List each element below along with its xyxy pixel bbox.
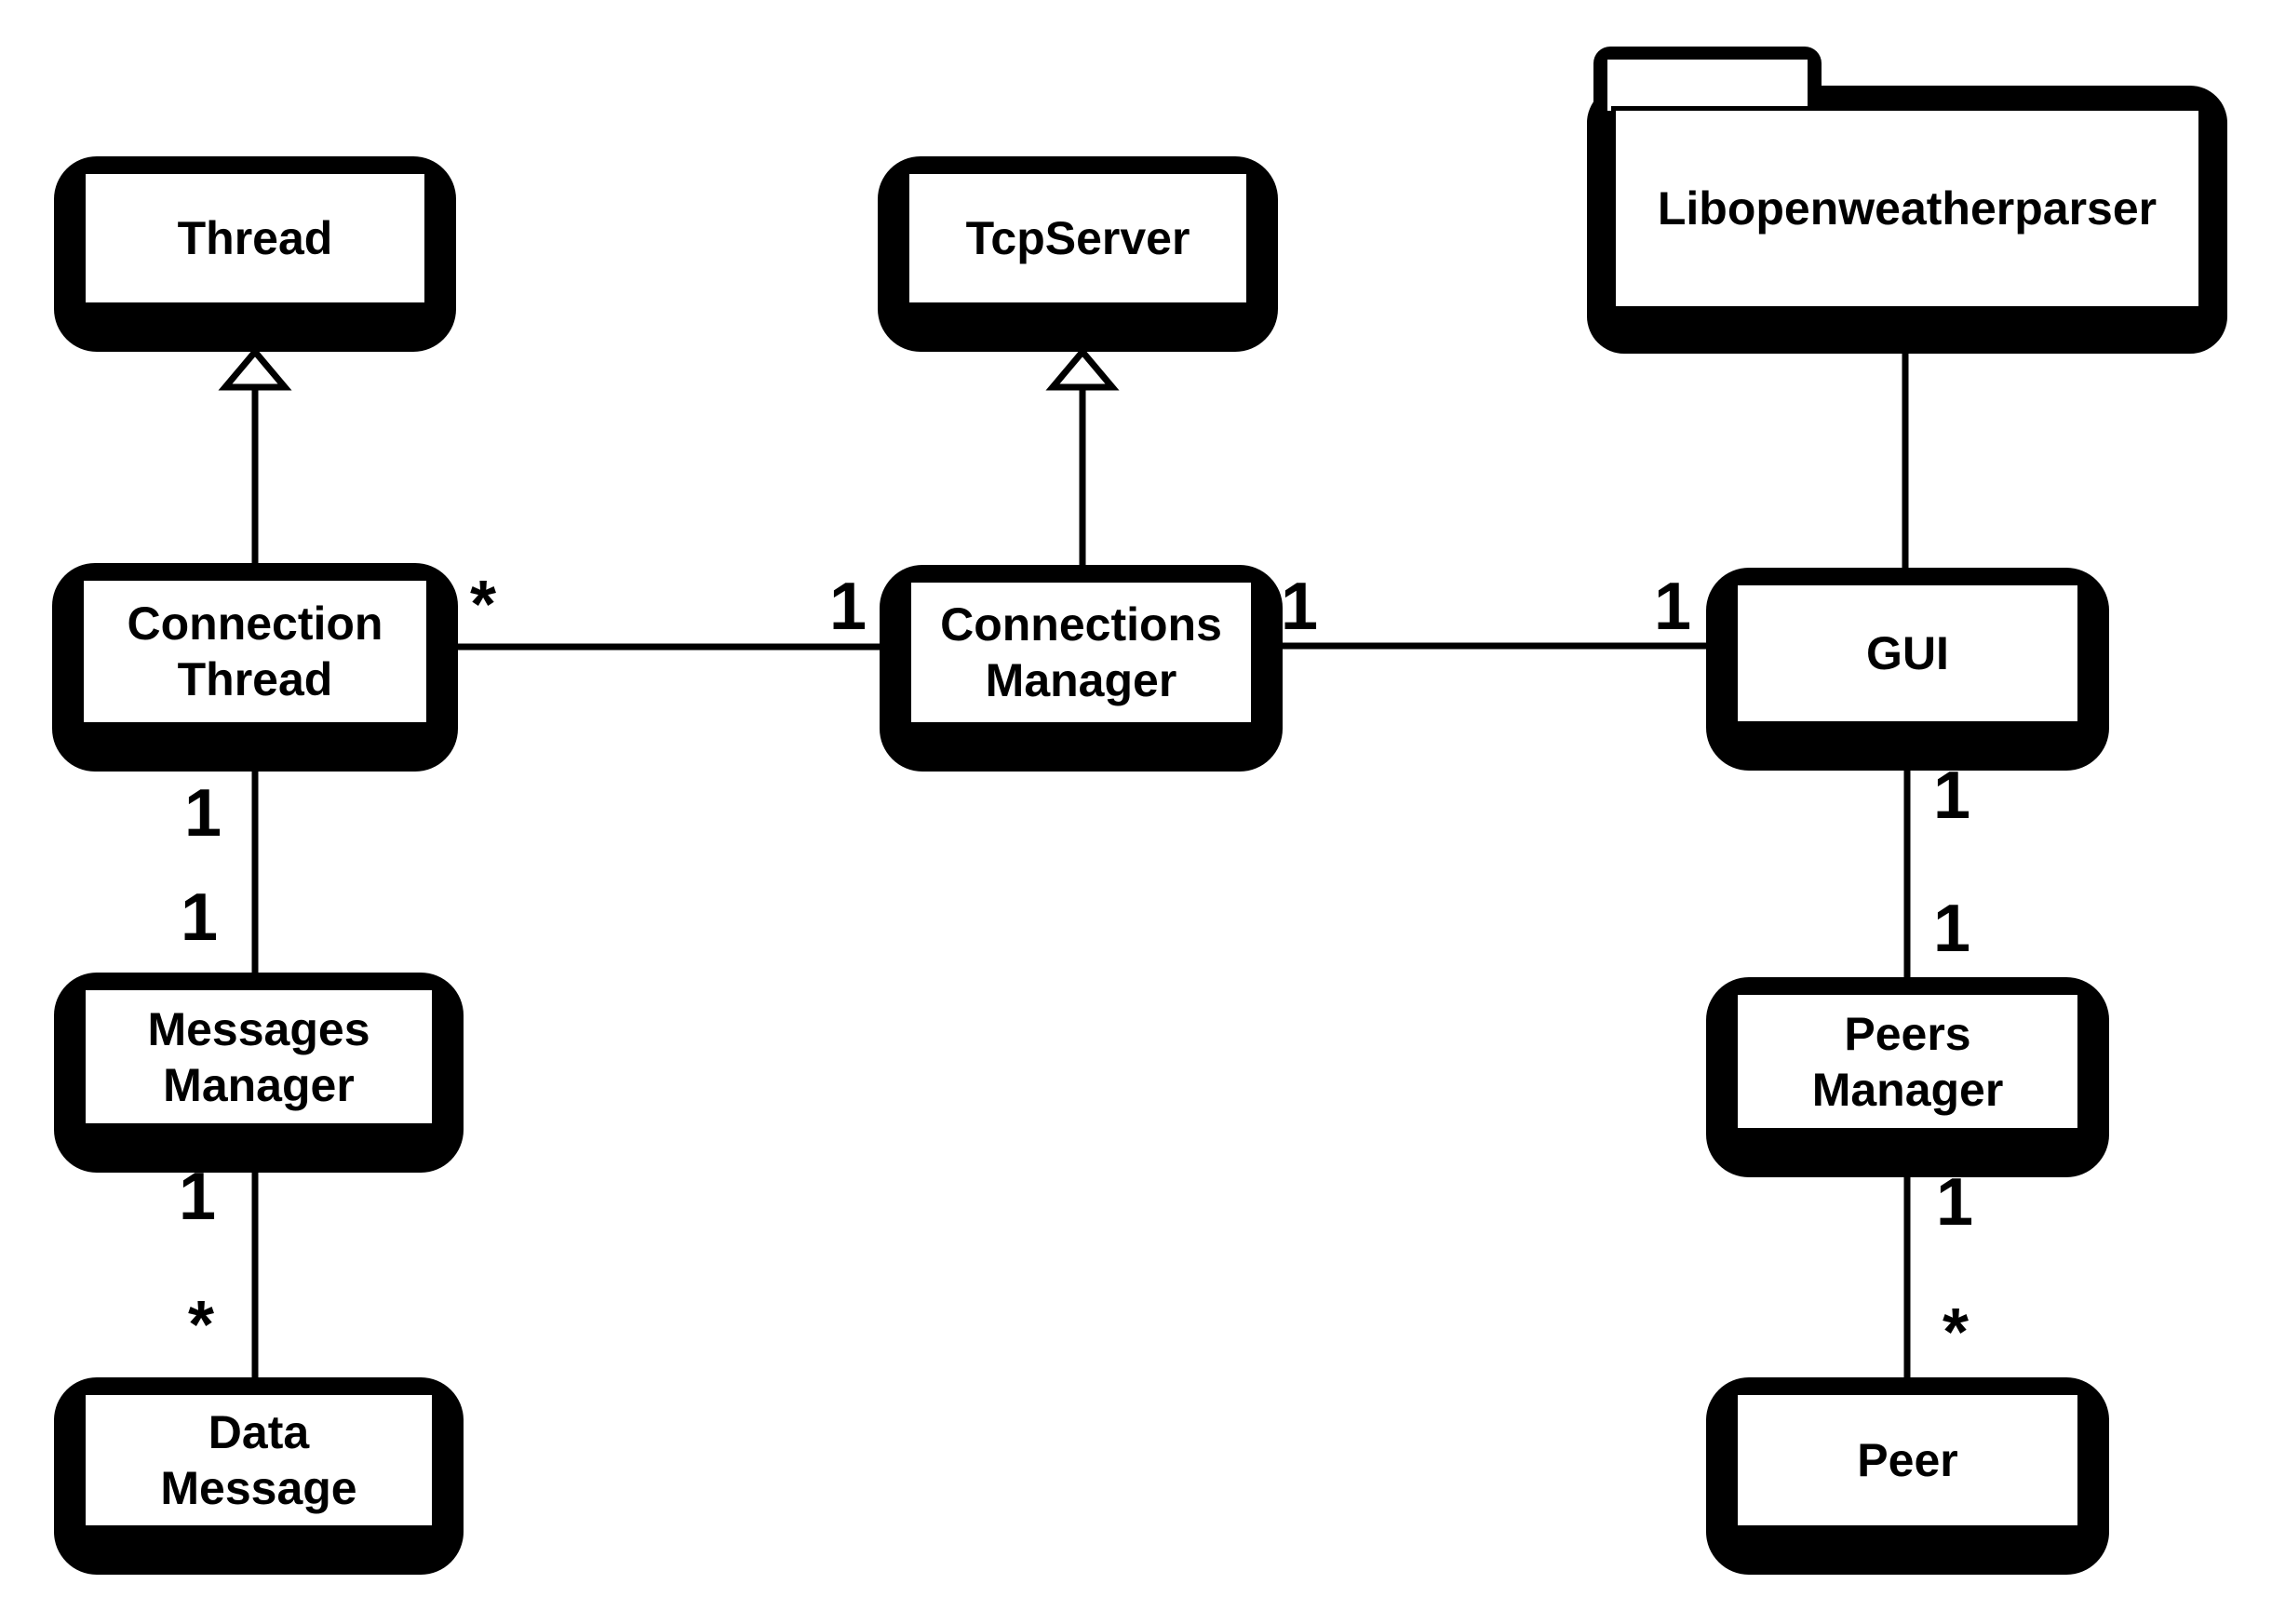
multiplicity-ct-mm-target: 1 xyxy=(180,880,219,955)
multiplicity-gui-pm-source: 1 xyxy=(1932,758,1971,833)
class-box-peer: Peer xyxy=(1706,1377,2109,1575)
class-box-data-message-body: Data Message xyxy=(81,1390,437,1530)
class-label-thread: Thread xyxy=(177,212,333,264)
class-box-tcpserver-body: TcpServer xyxy=(905,169,1251,307)
class-box-thread-body: Thread xyxy=(81,169,429,307)
class-box-connection-thread: Connection Thread xyxy=(52,563,458,772)
class-box-gui: GUI xyxy=(1706,568,2109,771)
multiplicity-ct-cm-source: * xyxy=(469,568,497,642)
class-box-data-message: Data Message xyxy=(54,1377,464,1575)
package-label-libopenweatherparser: Libopenweatherparser xyxy=(1657,182,2158,235)
class-label-connection-thread: Connection Thread xyxy=(127,597,383,705)
class-box-messages-manager-body: Messages Manager xyxy=(81,986,437,1128)
package-body-libopenweatherparser: Libopenweatherparser xyxy=(1611,106,2203,311)
multiplicity-ct-cm-target: 1 xyxy=(828,570,867,644)
multiplicity-mm-dm-target: * xyxy=(187,1288,215,1362)
multiplicity-cm-gui-source: 1 xyxy=(1280,570,1319,644)
multiplicity-pm-peer-source: 1 xyxy=(1935,1165,1974,1240)
generalization-triangle-icon-tcpserver xyxy=(1045,346,1120,391)
class-box-connection-thread-body: Connection Thread xyxy=(79,576,431,727)
class-box-connections-manager: Connections Manager xyxy=(880,565,1283,772)
multiplicity-gui-pm-target: 1 xyxy=(1932,892,1971,966)
class-box-thread: Thread xyxy=(54,156,456,352)
class-box-tcpserver: TcpServer xyxy=(878,156,1278,352)
multiplicity-pm-peer-target: * xyxy=(1942,1295,1970,1370)
class-box-peers-manager: Peers Manager xyxy=(1706,977,2109,1177)
class-box-messages-manager: Messages Manager xyxy=(54,973,464,1173)
package-tab-icon xyxy=(1593,47,1822,111)
class-label-data-message: Data Message xyxy=(160,1406,357,1514)
multiplicity-mm-dm-source: 1 xyxy=(178,1160,217,1234)
multiplicity-ct-mm-source: 1 xyxy=(183,776,222,851)
class-label-connections-manager: Connections Manager xyxy=(940,598,1222,706)
class-label-peers-manager: Peers Manager xyxy=(1811,1007,2004,1116)
package-tab-fill xyxy=(1607,60,1808,111)
class-label-peer: Peer xyxy=(1857,1434,1958,1486)
class-box-gui-body: GUI xyxy=(1733,581,2082,726)
class-box-peers-manager-body: Peers Manager xyxy=(1733,990,2082,1133)
class-label-tcpserver: TcpServer xyxy=(965,212,1190,264)
class-box-peer-body: Peer xyxy=(1733,1390,2082,1530)
class-box-connections-manager-body: Connections Manager xyxy=(907,578,1256,727)
multiplicity-cm-gui-target: 1 xyxy=(1653,570,1692,644)
class-label-gui: GUI xyxy=(1866,627,1949,679)
generalization-triangle-icon-thread xyxy=(218,346,292,391)
class-label-messages-manager: Messages Manager xyxy=(147,1002,370,1111)
